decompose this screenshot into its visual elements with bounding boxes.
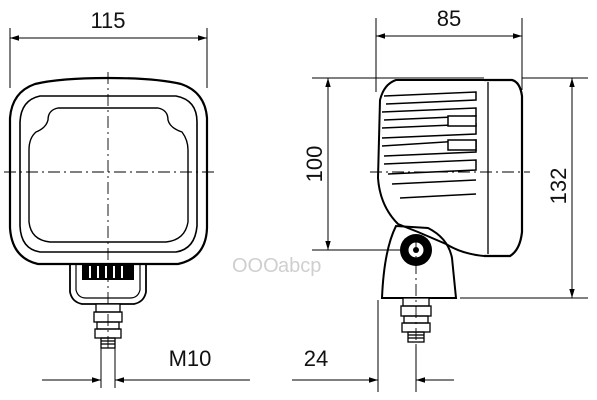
side-body [376, 79, 485, 257]
front-bolt [93, 303, 123, 349]
side-bracket [380, 224, 458, 299]
side-fins [381, 91, 477, 199]
dim-24-label: 24 [304, 346, 328, 371]
dim-132-label: 132 [546, 168, 571, 205]
side-view [370, 78, 530, 350]
side-lens-plate [484, 78, 524, 258]
watermark: OOO abcp [232, 255, 321, 277]
front-view [4, 72, 214, 350]
svg-text:abcp: abcp [278, 255, 321, 277]
svg-text:OOO: OOO [232, 255, 279, 277]
front-frame [19, 95, 198, 253]
dim-115-label: 115 [90, 8, 125, 33]
front-lens [28, 107, 189, 243]
dim-85-label: 85 [437, 6, 461, 31]
dimension-lines [9, 18, 588, 392]
front-housing-outline [8, 76, 209, 266]
dim-100-label: 100 [302, 146, 327, 183]
dim-m10-label: M10 [169, 346, 212, 371]
